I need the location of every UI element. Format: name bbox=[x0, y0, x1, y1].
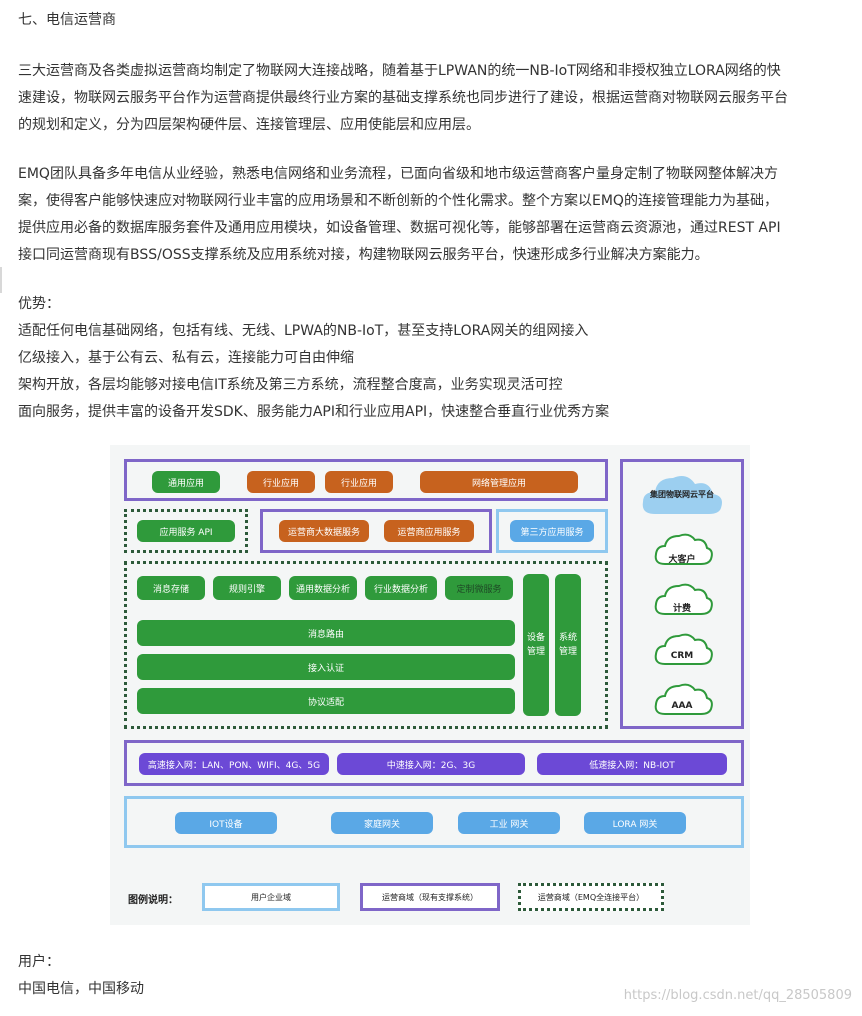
platform-cloud-icon bbox=[642, 476, 722, 514]
system-management-label: 系统 bbox=[558, 633, 577, 643]
cloud-label: 计费 bbox=[672, 604, 691, 614]
cloud-icon bbox=[654, 633, 713, 665]
cloud-icon bbox=[654, 533, 713, 565]
device-management-label: 管理 bbox=[526, 647, 545, 657]
low-speed-access-block: 低速接入网：NB-IOT bbox=[537, 753, 727, 775]
users-title: 用户： bbox=[18, 954, 60, 970]
advantage-item: 架构开放，各层均能够对接电信IT系统及第三方系统，流程整合度高，业务实现灵活可控 bbox=[18, 377, 563, 393]
industry-app-block: 行业应用 bbox=[247, 471, 315, 493]
device-management-label: 设备 bbox=[526, 633, 545, 643]
legend-title: 图例说明： bbox=[128, 895, 178, 906]
cloud-label: AAA bbox=[671, 701, 693, 711]
access-network-layer: 高速接入网：LAN、PON、WIFI、4G、5G 中速接入网：2G、3G 低速接… bbox=[124, 740, 744, 786]
cloud-label: CRM bbox=[670, 651, 694, 661]
advantage-item: 面向服务，提供丰富的设备开发SDK、服务能力API和行业应用API，快速整合垂直… bbox=[18, 404, 610, 420]
access-auth-block: 接入认证 bbox=[137, 654, 515, 680]
section-heading: 七、电信运营商 bbox=[18, 12, 116, 28]
lora-gateway-block: LORA 网关 bbox=[584, 812, 686, 834]
advantage-item: 适配任何电信基础网络，包括有线、无线、LPWA的NB-IoT，甚至支持LORA网… bbox=[18, 323, 589, 339]
device-layer: IOT设备 家庭网关 工业 网关 LORA 网关 bbox=[124, 796, 744, 848]
paragraph-line: 速建设，物联网云服务平台作为运营商提供最终行业方案的基础支撑系统也同步进行了建设… bbox=[18, 90, 788, 106]
message-routing-block: 消息路由 bbox=[137, 620, 515, 646]
third-party-service-box: 第三方应用服务 bbox=[496, 509, 608, 553]
device-management-block: 设备 管理 bbox=[523, 574, 549, 716]
group-platform-title: 集团物联网云平台 bbox=[650, 490, 714, 499]
paragraph-line: 案，使得客户能够快速应对物联网行业丰富的应用场景和不断创新的个性化需求。整个方案… bbox=[18, 193, 778, 209]
paragraph-line: 三大运营商及各类虚拟运营商均制定了物联网大连接战略，随着基于LPWAN的统一NB… bbox=[18, 63, 781, 79]
paragraph-line: 提供应用必备的数据库服务套件及通用应用模块，如设备管理、数据可视化等，能够部署在… bbox=[18, 220, 781, 236]
advantage-item: 亿级接入，基于公有云、私有云，连接能力可自由伸缩 bbox=[18, 350, 354, 366]
industrial-gateway-block: 工业 网关 bbox=[458, 812, 560, 834]
application-layer: 通用应用 行业应用 行业应用 网络管理应用 bbox=[124, 459, 608, 501]
paragraph-line: 的规划和定义，分为四层架构硬件层、连接管理层、应用使能层和应用层。 bbox=[18, 117, 480, 133]
medium-speed-access-block: 中速接入网：2G、3G bbox=[337, 753, 525, 775]
left-edge-marker bbox=[0, 267, 2, 293]
paragraph-line: EMQ团队具备多年电信从业经验，熟悉电信网络和业务流程，已面向省级和地市级运营商… bbox=[18, 166, 778, 182]
system-management-block: 系统 管理 bbox=[555, 574, 581, 716]
app-service-api-box: 应用服务 API bbox=[124, 509, 248, 553]
paragraph-line: 接口同运营商现有BSS/OSS支撑系统及应用系统对接，构建物联网云服务平台，快速… bbox=[18, 247, 709, 263]
emq-core-platform-box: 消息存储 规则引擎 通用数据分析 行业数据分析 定制微服务 消息路由 接入认证 … bbox=[124, 561, 608, 729]
general-data-analysis-block: 通用数据分析 bbox=[289, 576, 357, 600]
users-value: 中国电信，中国移动 bbox=[18, 981, 144, 997]
home-gateway-block: 家庭网关 bbox=[331, 812, 433, 834]
network-management-app-block: 网络管理应用 bbox=[420, 471, 578, 493]
legend-operator-existing: 运营商域（现有支撑系统） bbox=[360, 883, 500, 911]
architecture-diagram: 通用应用 行业应用 行业应用 网络管理应用 应用服务 API 运营商大数据服务 … bbox=[110, 445, 750, 925]
cloud-icon bbox=[654, 683, 713, 715]
general-app-block: 通用应用 bbox=[152, 471, 220, 493]
legend-user-enterprise: 用户企业域 bbox=[202, 883, 340, 911]
operator-app-service-block: 运营商应用服务 bbox=[384, 520, 474, 542]
iot-device-block: IOT设备 bbox=[175, 812, 277, 834]
rule-engine-block: 规则引擎 bbox=[213, 576, 281, 600]
system-management-label: 管理 bbox=[558, 647, 577, 657]
advantages-title: 优势： bbox=[18, 296, 60, 312]
high-speed-access-block: 高速接入网：LAN、PON、WIFI、4G、5G bbox=[139, 753, 329, 775]
protocol-adapter-block: 协议适配 bbox=[137, 688, 515, 714]
cloud-label: 大客户 bbox=[668, 555, 696, 565]
message-storage-block: 消息存储 bbox=[137, 576, 205, 600]
custom-microservice-block: 定制微服务 bbox=[445, 576, 513, 600]
group-iot-platform-box: 集团物联网云平台 大客户 计费 CRM AAA bbox=[620, 459, 744, 729]
operator-service-box: 运营商大数据服务 运营商应用服务 bbox=[260, 509, 492, 553]
app-service-api-block: 应用服务 API bbox=[137, 520, 235, 542]
industry-data-analysis-block: 行业数据分析 bbox=[365, 576, 437, 600]
cloud-icon bbox=[654, 583, 713, 615]
industry-app-block: 行业应用 bbox=[325, 471, 393, 493]
watermark: https://blog.csdn.net/qq_28505809 bbox=[623, 988, 852, 1003]
third-party-service-block: 第三方应用服务 bbox=[510, 520, 594, 542]
legend-operator-emq: 运营商域（EMQ全连接平台） bbox=[518, 883, 664, 911]
operator-bigdata-service-block: 运营商大数据服务 bbox=[279, 520, 369, 542]
